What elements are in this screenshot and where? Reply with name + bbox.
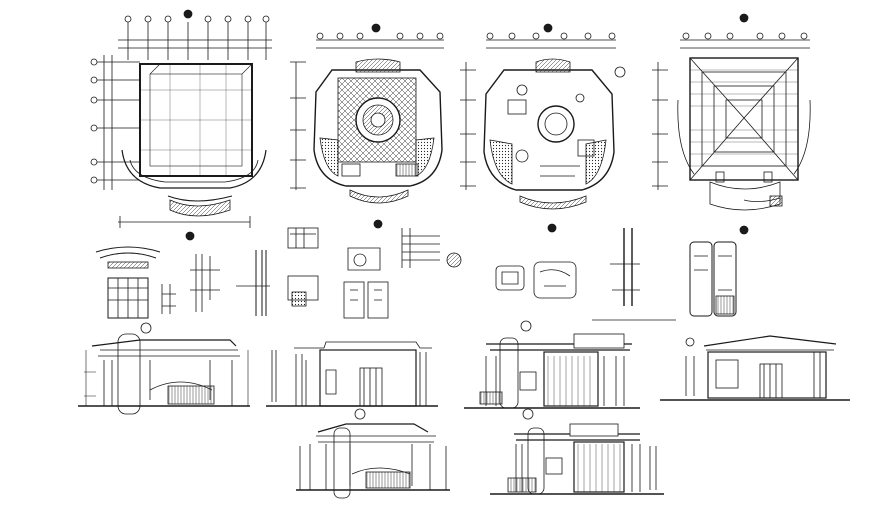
roof-plan [652, 13, 811, 235]
equipment-plan [460, 23, 626, 233]
detail-row [95, 227, 737, 321]
first-floor-plan [90, 9, 272, 241]
furniture-plan [290, 23, 444, 229]
front-elevation [78, 322, 250, 415]
rear-elevation [464, 320, 640, 409]
side-elevation-2 [660, 335, 850, 401]
side-elevation-1 [266, 341, 438, 407]
grid-bubbles-top [118, 9, 272, 60]
lower-elevation-1 [296, 408, 450, 499]
lower-elevation-2 [490, 408, 664, 495]
grid-bubbles-left [90, 55, 140, 190]
